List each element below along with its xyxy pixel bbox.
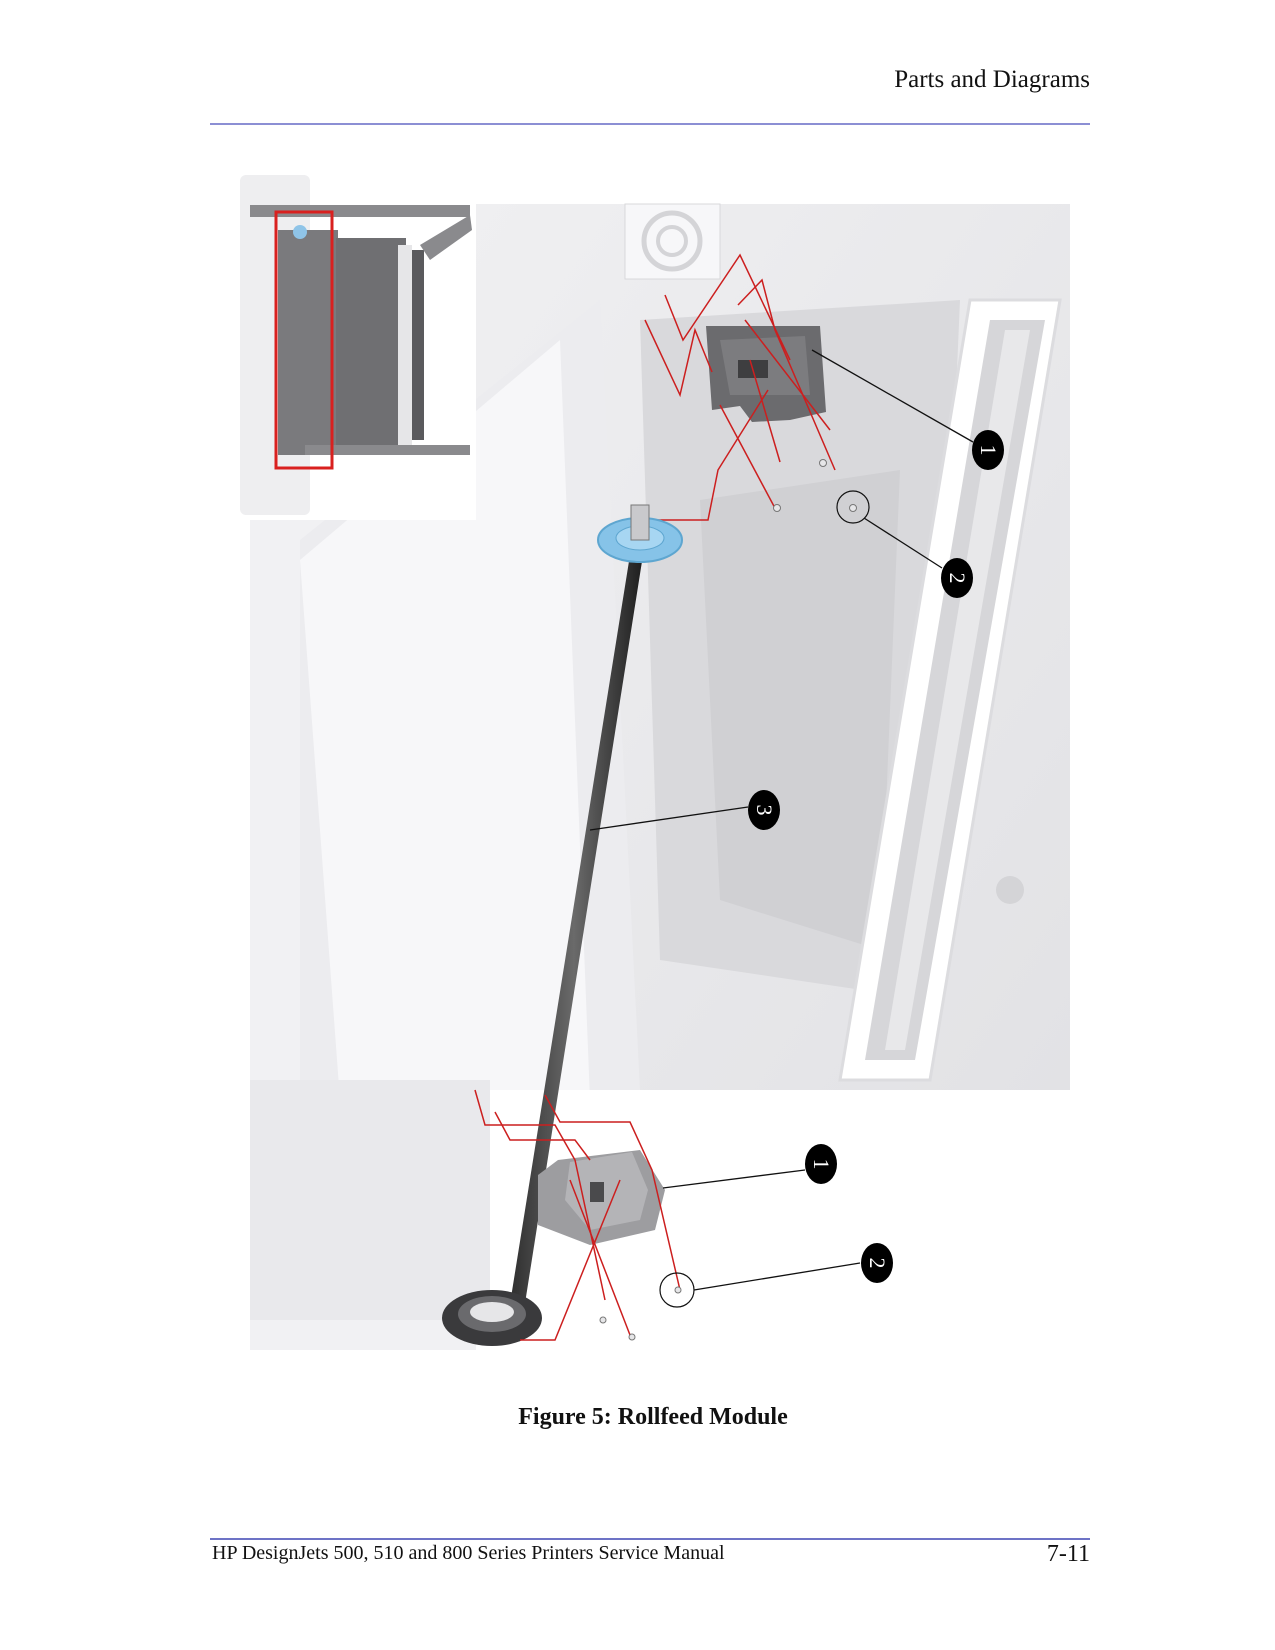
callout-2-upper: 2 bbox=[941, 558, 973, 598]
inset-thumbnail bbox=[233, 170, 476, 520]
upper-screws bbox=[773, 459, 870, 524]
callout-3: 3 bbox=[748, 790, 780, 830]
svg-text:1: 1 bbox=[809, 1159, 834, 1170]
footer-rule bbox=[210, 1538, 1090, 1540]
inset-highlight-box bbox=[274, 210, 334, 470]
svg-text:2: 2 bbox=[865, 1258, 890, 1269]
upper-explode-lines bbox=[644, 253, 836, 521]
manual-title: HP DesignJets 500, 510 and 800 Series Pr… bbox=[212, 1542, 725, 1564]
printer-background bbox=[250, 203, 1070, 1354]
lower-bracket bbox=[538, 1150, 665, 1245]
upper-bracket bbox=[706, 326, 826, 422]
svg-text:1: 1 bbox=[976, 445, 1001, 456]
svg-text:3: 3 bbox=[752, 805, 777, 816]
leader-lines bbox=[589, 349, 974, 1291]
callout-2-lower: 2 bbox=[861, 1243, 893, 1283]
callout-1-upper: 1 bbox=[972, 430, 1004, 470]
upper-screw-highlight-circle bbox=[836, 490, 870, 524]
page-number: 7-11 bbox=[1046, 1541, 1090, 1567]
section-title: Parts and Diagrams bbox=[894, 66, 1090, 93]
callout-1-lower: 1 bbox=[805, 1144, 837, 1184]
svg-text:2: 2 bbox=[945, 573, 970, 584]
figure-caption: Figure 5: Rollfeed Module bbox=[518, 1404, 788, 1430]
lower-explode-lines bbox=[474, 1089, 681, 1341]
header-rule bbox=[210, 123, 1090, 125]
